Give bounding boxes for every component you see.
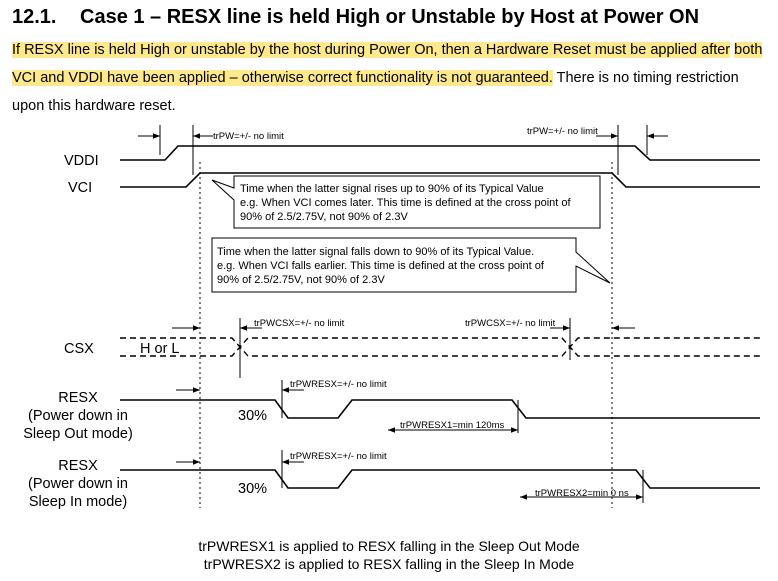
trpw-right-label: trPW=+/- no limit [527, 126, 598, 137]
resx2-label-line-1: RESX [58, 458, 98, 474]
trpw-left-label: trPW=+/- no limit [213, 131, 284, 142]
vci-waveform [120, 172, 760, 188]
section-heading: 12.1. Case 1 – RESX line is held High or … [12, 6, 699, 29]
resx1-label-line-3: Sleep Out mode) [23, 426, 133, 442]
rise-callout-box [211, 175, 601, 229]
trpwresx2-label: trPWRESX2=min 0 ns [535, 488, 629, 499]
csx-state-label: H or L [140, 341, 180, 357]
section-number: 12.1. [12, 6, 57, 28]
resx1-waveform [120, 399, 760, 419]
trpwresx-label-2: trPWRESX=+/- no limit [290, 451, 387, 462]
signal-labels: VDDI VCI CSX H or L RESX (Power down in … [23, 153, 267, 510]
trpwresx1-label: trPWRESX1=min 120ms [400, 420, 505, 431]
intro-paragraph: If RESX line is held High or unstable by… [12, 36, 772, 120]
rise-callout-line-1: Time when the latter signal rises up to … [240, 183, 544, 195]
vci-label: VCI [68, 180, 92, 196]
fall-callout-line-2: e.g. When VCI falls earlier. This time i… [217, 260, 545, 272]
footer-note-1: trPWRESX1 is applied to RESX falling in … [198, 538, 580, 554]
section-title: Case 1 – RESX line is held High or Unsta… [80, 6, 700, 28]
plain-sentence: There is no timing restriction upon this… [12, 70, 739, 114]
resx2-waveform [120, 469, 760, 489]
vddi-waveform [120, 145, 760, 161]
resx1-label-line-2: (Power down in [28, 408, 128, 424]
trpwresx-label-1: trPWRESX=+/- no limit [290, 379, 387, 390]
csx-waveform [120, 337, 760, 357]
rise-callout-line-3: 90% of 2.5/2.75V, not 90% of 2.3V [240, 211, 408, 223]
timing-labels: trPW=+/- no limit trPW=+/- no limit trPW… [213, 126, 629, 499]
csx-label: CSX [64, 341, 94, 357]
pct-label-2: 30% [238, 481, 267, 497]
rise-callout-line-2: e.g. When VCI comes later. This time is … [240, 197, 572, 209]
pct-label-1: 30% [238, 408, 267, 424]
dimension-arrows [138, 133, 668, 500]
trpwcsx-right-label: trPWCSX=+/- no limit [465, 318, 556, 329]
resx1-label-line-1: RESX [58, 390, 98, 406]
fall-callout-line-1: Time when the latter signal falls down t… [217, 246, 534, 258]
footer-note-2: trPWRESX2 is applied to RESX falling in … [203, 556, 575, 572]
fall-callout-line-3: 90% of 2.5/2.75V, not 90% of 2.3V [217, 274, 385, 286]
fall-callout-box [211, 237, 611, 293]
resx2-label-line-3: Sleep In mode) [29, 494, 127, 510]
trpwcsx-left-label: trPWCSX=+/- no limit [254, 318, 345, 329]
highlight-sentence-1: If RESX line is held High or unstable by… [12, 42, 731, 58]
vddi-label: VDDI [64, 153, 99, 169]
callout-text: Time when the latter signal rises up to … [217, 183, 572, 286]
resx2-label-line-2: (Power down in [28, 476, 128, 492]
